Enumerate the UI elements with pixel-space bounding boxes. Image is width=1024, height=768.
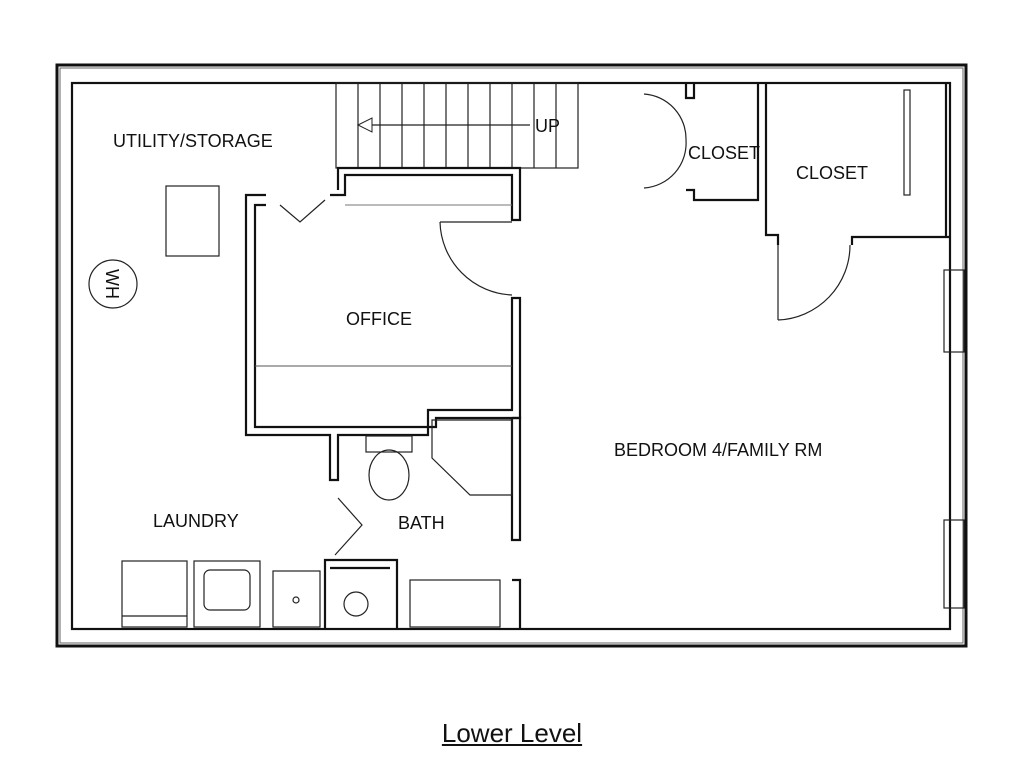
window bbox=[943, 519, 965, 609]
stairs-label: UP bbox=[535, 116, 560, 136]
window bbox=[943, 269, 965, 353]
utility-box bbox=[165, 185, 220, 257]
washer bbox=[121, 560, 188, 628]
bar-sink bbox=[409, 579, 501, 628]
water-fixture bbox=[343, 591, 369, 617]
dryer bbox=[193, 560, 261, 628]
office-door bbox=[439, 221, 513, 296]
office-walls bbox=[244, 166, 522, 629]
room-label-closet-2: CLOSET bbox=[796, 163, 868, 183]
room-label-utility: UTILITY/STORAGE bbox=[113, 131, 273, 151]
plan-caption: Lower Level bbox=[441, 718, 583, 748]
room-label-office: OFFICE bbox=[346, 309, 412, 329]
sliding-door bbox=[903, 89, 911, 196]
closet-double-door bbox=[643, 93, 687, 189]
utility-door bbox=[279, 199, 326, 223]
water-heater-label: WH bbox=[102, 269, 122, 299]
room-label-laundry: LAUNDRY bbox=[153, 511, 239, 531]
closet-walls bbox=[684, 83, 950, 245]
bath-fixtures bbox=[334, 419, 513, 556]
room-label-closet-1: CLOSET bbox=[688, 143, 760, 163]
room-label-bath: BATH bbox=[398, 513, 445, 533]
closet-door bbox=[777, 244, 851, 321]
laundry-walls bbox=[323, 558, 399, 629]
water-heater bbox=[88, 259, 138, 309]
laundry-sink bbox=[272, 570, 321, 628]
room-label-bedroom: BEDROOM 4/FAMILY RM bbox=[614, 440, 822, 460]
